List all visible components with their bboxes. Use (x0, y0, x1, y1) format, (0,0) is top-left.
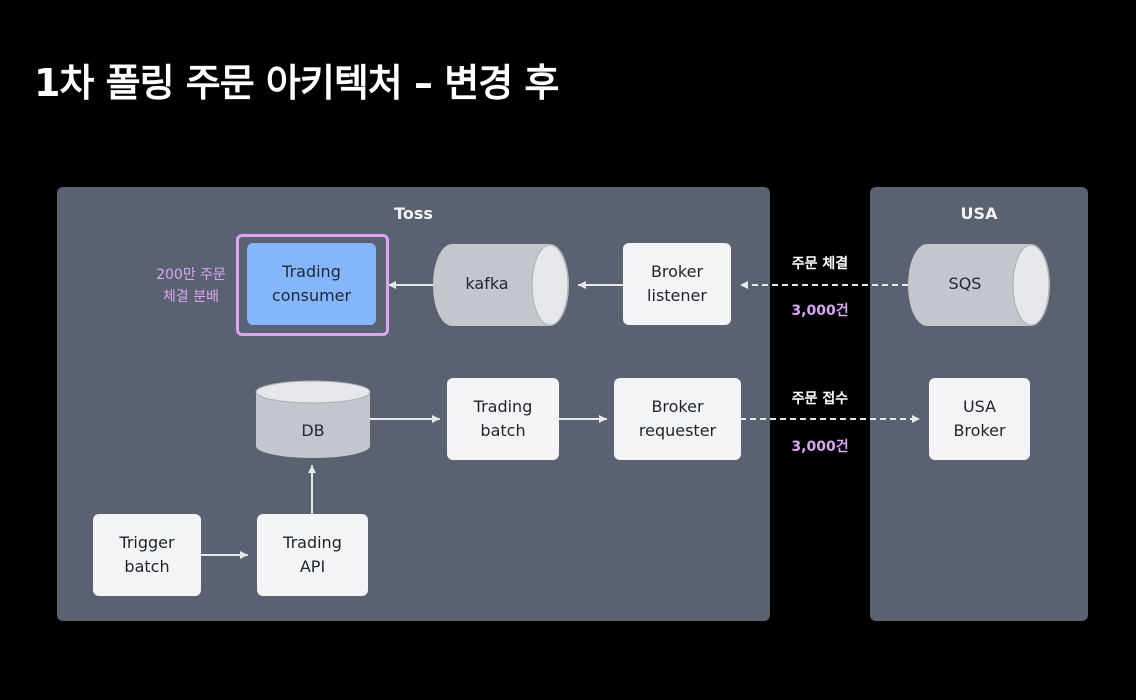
broker-requester-label-line2: requester (638, 421, 717, 440)
broker-listener-label-line1: Broker (650, 262, 704, 281)
fill-label: 주문 체결 (791, 256, 849, 272)
usa-panel-title: USA (960, 204, 998, 223)
kafka-queue-node[interactable] (432, 243, 570, 327)
trading-consumer-node[interactable]: Trading consumer (247, 243, 376, 325)
usa-broker-label-line2: Broker (953, 421, 1006, 440)
trigger-batch-node[interactable]: Trigger batch (93, 514, 201, 596)
usa-broker-node[interactable]: USA Broker (929, 378, 1030, 460)
consumer-highlight-frame (236, 234, 389, 336)
sqs-label: SQS (948, 274, 982, 293)
consumer-note: 200만 주문 체결 분배 (146, 264, 236, 308)
trading-consumer-label-line1: Trading (282, 262, 341, 281)
order-label: 주문 접수 (791, 391, 849, 407)
toss-panel-title: Toss (394, 204, 433, 223)
broker-requester-label-line1: Broker (651, 397, 704, 416)
fill-count: 3,000건 (791, 303, 849, 319)
trading-batch-label-line2: batch (480, 421, 526, 440)
trading-api-label-line2: API (299, 557, 326, 576)
broker-listener-label-line2: listener (647, 286, 707, 305)
sqs-queue-node[interactable] (907, 243, 1051, 327)
broker-listener-node[interactable]: Broker listener (623, 243, 731, 325)
trigger-batch-label-line2: batch (124, 557, 170, 576)
consumer-note-line1: 200만 주문 (156, 267, 226, 283)
usa-broker-label-line1: USA (962, 397, 997, 416)
trading-api-node[interactable]: Trading API (257, 514, 368, 596)
trading-consumer-label-line2: consumer (271, 286, 352, 305)
page-title: 1차 폴링 주문 아키텍처 – 변경 후 (34, 61, 559, 105)
consumer-note-line2: 체결 분배 (163, 289, 219, 305)
db-node[interactable] (255, 380, 371, 460)
trading-api-label-line1: Trading (283, 533, 342, 552)
kafka-label: kafka (465, 274, 509, 293)
trigger-batch-label-line1: Trigger (119, 533, 175, 552)
db-label: DB (301, 421, 325, 440)
trading-batch-label-line1: Trading (473, 397, 533, 416)
trading-batch-node[interactable]: Trading batch (447, 378, 559, 460)
order-count: 3,000건 (791, 439, 849, 455)
broker-requester-node[interactable]: Broker requester (614, 378, 741, 460)
